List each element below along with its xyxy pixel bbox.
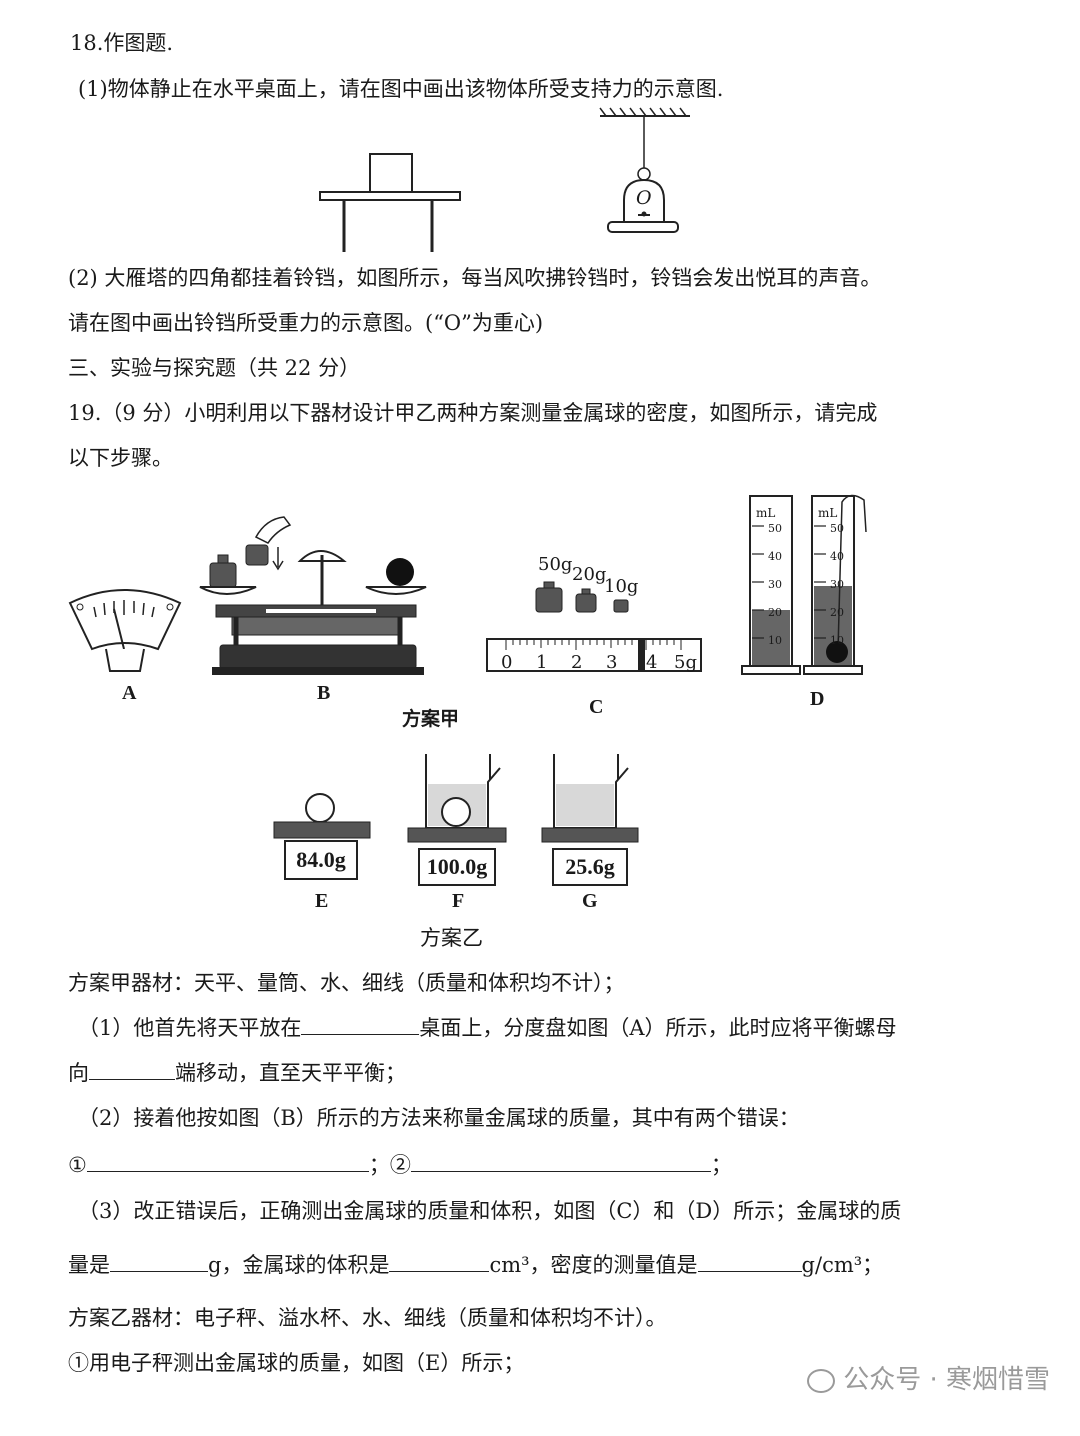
cylinder1-mark-50: 50 [768,522,782,535]
watermark: 公众号 · 寒烟惜雪 [807,1359,1050,1396]
fig-label-e: E [315,890,329,912]
step3-text-a: 量是 [68,1253,110,1277]
answer-blank-density[interactable] [697,1253,802,1272]
ruler-tick-5: 5g [674,652,697,673]
ruler-tick-4: 4 [646,652,658,673]
answer-blank-error1[interactable] [86,1153,369,1172]
step1-text-a: （1）他首先将天平放在 [78,1016,302,1040]
answer-blank-volume[interactable] [389,1253,490,1272]
wechat-icon [807,1368,836,1393]
fig-label-b: B [317,682,331,704]
ruler-tick-3: 3 [606,652,618,673]
answer-blank-mass[interactable] [110,1253,208,1272]
fig-label-g: G [582,890,598,912]
cylinder1-mark-10: 10 [768,634,782,647]
balance-figure [199,516,427,675]
scale-f-figure [407,754,507,843]
weight-10g-label: 10g [604,576,639,597]
q19-intro-line1: 19.（9 分）小明利用以下器材设计甲乙两种方案测量金属球的密度，如图所示，请完… [68,401,878,425]
step2-end: ； [710,1153,732,1177]
cylinder2-mark-50: 50 [830,522,844,535]
fig-label-d: D [810,688,825,710]
step2-circle1: ① [68,1153,87,1177]
plan-b-step1: ①用电子秤测出金属球的质量，如图（E）所示； [68,1351,525,1375]
step1-text-b: 桌面上，分度盘如图（A）所示，此时应将平衡螺母 [419,1016,897,1040]
fig-label-f: F [452,890,465,912]
scale-e-figure [273,793,371,839]
q18-title: 18.作图题. [70,31,174,55]
answer-blank-direction[interactable] [89,1061,175,1080]
cylinders-figure [741,494,867,675]
plan-a-caption: 方案甲 [402,708,460,730]
cylinder1-unit: mL [756,506,776,520]
cylinder1-mark-40: 40 [768,550,782,563]
step3-text-d: g/cm³； [801,1253,884,1277]
step3-text-b: g，金属球的体积是 [208,1253,390,1277]
weight-20g-label: 20g [572,564,607,585]
step3-line1: （3）改正错误后，正确测出金属球的质量和体积，如图（C）和（D）所示；金属球的质 [78,1199,902,1223]
fig-label-c: C [589,696,604,718]
fig-label-a: A [122,682,137,704]
plan-b-caption: 方案乙 [420,926,483,950]
bell-figure [599,107,690,233]
scale-e-display: 84.0g [284,840,358,880]
dial-figure [68,589,182,672]
weights-figure [535,581,629,613]
step2-answers: ① ；② ； [68,1152,732,1178]
answer-blank-error2[interactable] [410,1153,711,1172]
ruler-tick-0: 0 [501,652,513,673]
weight-50g-label: 50g [538,554,573,575]
step3-line2: 量是 g，金属球的体积是 cm³，密度的测量值是 g/cm³； [68,1252,883,1278]
step1-text-c: 向 [68,1061,89,1085]
q19-intro-line2: 以下步骤。 [68,446,173,470]
cylinder2-mark-10: 10 [830,634,844,647]
scale-g-display: 25.6g [552,848,628,886]
watermark-text: 公众号 · 寒烟惜雪 [843,1365,1050,1395]
center-of-gravity-label: O [636,187,652,209]
answer-blank-surface[interactable] [301,1016,420,1035]
step1-line1: （1）他首先将天平放在 桌面上，分度盘如图（A）所示，此时应将平衡螺母 [78,1015,897,1041]
table-figure [319,153,461,252]
ruler-tick-2: 2 [571,652,583,673]
cylinder2-mark-20: 20 [830,606,844,619]
step1-line2: 向 端移动，直至天平平衡； [68,1060,406,1086]
plan-b-equipment: 方案乙器材：电子秤、溢水杯、水、细线（质量和体积均不计）。 [68,1306,667,1330]
cylinder1-mark-30: 30 [768,578,782,591]
ruler-figure [486,638,702,672]
q18-part2-line2: 请在图中画出铃铛所受重力的示意图。(“O”为重心) [68,311,544,335]
step1-text-d: 端移动，直至天平平衡； [175,1061,406,1085]
cylinder1-mark-20: 20 [768,606,782,619]
q18-part2-line1: (2) 大雁塔的四角都挂着铃铛，如图所示，每当风吹拂铃铛时，铃铛会发出悦耳的声音… [68,266,882,290]
cylinder2-mark-40: 40 [830,550,844,563]
cylinder2-mark-30: 30 [830,578,844,591]
step3-text-c: cm³，密度的测量值是 [489,1253,698,1277]
ruler-tick-1: 1 [536,652,548,673]
step2-circle2: ；② [368,1153,411,1177]
q18-part1: (1)物体静止在水平桌面上，请在图中画出该物体所受支持力的示意图. [78,77,724,101]
scale-f-display: 100.0g [418,848,496,886]
cylinder2-unit: mL [818,506,838,520]
scale-g-figure [541,754,639,843]
step2-text: （2）接着他按如图（B）所示的方法来称量金属球的质量，其中有两个错误： [78,1106,800,1130]
plan-a-equipment: 方案甲器材：天平、量筒、水、细线（质量和体积均不计）； [68,971,625,995]
section-heading: 三、实验与探究题（共 22 分） [68,356,361,380]
